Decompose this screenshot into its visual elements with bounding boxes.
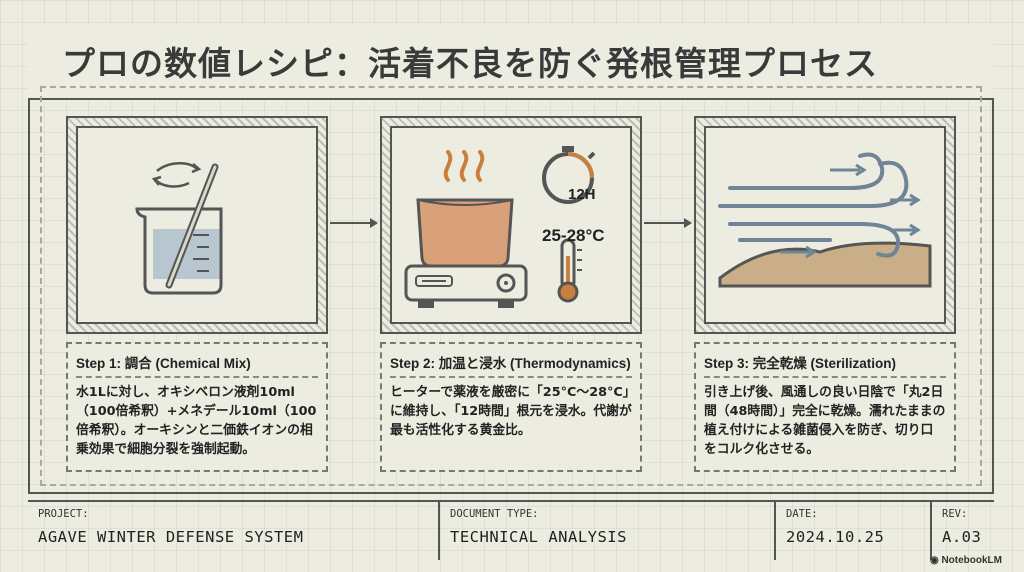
project-value: AGAVE WINTER DEFENSE SYSTEM [38, 528, 304, 546]
temperature-label: 25-28°C [542, 226, 605, 245]
arrow-right-icon [644, 218, 692, 228]
step-1-description: Step 1: 調合 (Chemical Mix) 水1Lに対し、オキシベロン液… [66, 342, 328, 472]
wind-drying-icon [718, 152, 932, 288]
footer-date-cell: DATE: 2024.10.25 [776, 502, 932, 560]
footer-doctype-cell: DOCUMENT TYPE: TECHNICAL ANALYSIS [440, 502, 776, 560]
rev-label: REV: [942, 508, 968, 520]
heater-icon [404, 146, 596, 308]
rev-value: A.03 [942, 528, 982, 546]
step-2-description: Step 2: 加温と浸水 (Thermodynamics) ヒーターで薬液を厳… [380, 342, 642, 472]
step-3-illustration-panel [694, 116, 956, 334]
step-3-heading: Step 3: 完全乾燥 (Sterilization) [704, 352, 946, 378]
date-value: 2024.10.25 [786, 528, 885, 546]
notebook-icon: ◉ [929, 555, 942, 566]
beaker-icon [135, 162, 223, 295]
brand-watermark: ◉ NotebookLM [930, 555, 1002, 566]
project-label: PROJECT: [38, 508, 89, 520]
step-2-body: ヒーターで薬液を厳密に「25°C〜28°C」に維持し、「12時間」根元を浸水。代… [390, 385, 632, 438]
content-area [40, 86, 982, 486]
brand-label: NotebookLM [941, 555, 1002, 566]
step-2-heading: Step 2: 加温と浸水 (Thermodynamics) [390, 352, 632, 378]
step-3-body: 引き上げ後、風通しの良い日陰で「丸2日間（48時間）」完全に乾燥。濡れたままの植… [704, 385, 946, 457]
step-2-illustration-panel: 12H 25-28°C [380, 116, 642, 334]
doctype-label: DOCUMENT TYPE: [450, 508, 539, 520]
doctype-value: TECHNICAL ANALYSIS [450, 528, 627, 546]
step-1-illustration-panel [66, 116, 328, 334]
footer-project-cell: PROJECT: AGAVE WINTER DEFENSE SYSTEM [28, 502, 440, 560]
title-block-footer: PROJECT: AGAVE WINTER DEFENSE SYSTEM DOC… [28, 500, 994, 560]
timer-label: 12H [568, 186, 596, 203]
arrow-right-icon [330, 218, 378, 228]
step-1-body: 水1Lに対し、オキシベロン液剤10ml（100倍希釈）+メネデール10ml（10… [76, 385, 317, 457]
date-label: DATE: [786, 508, 818, 520]
footer-rev-cell: REV: A.03 [932, 502, 992, 560]
page-title: プロの数値レシピ：活着不良を防ぐ発根管理プロセス [62, 44, 878, 83]
step-3-description: Step 3: 完全乾燥 (Sterilization) 引き上げ後、風通しの良… [694, 342, 956, 472]
step-1-heading: Step 1: 調合 (Chemical Mix) [76, 352, 318, 378]
